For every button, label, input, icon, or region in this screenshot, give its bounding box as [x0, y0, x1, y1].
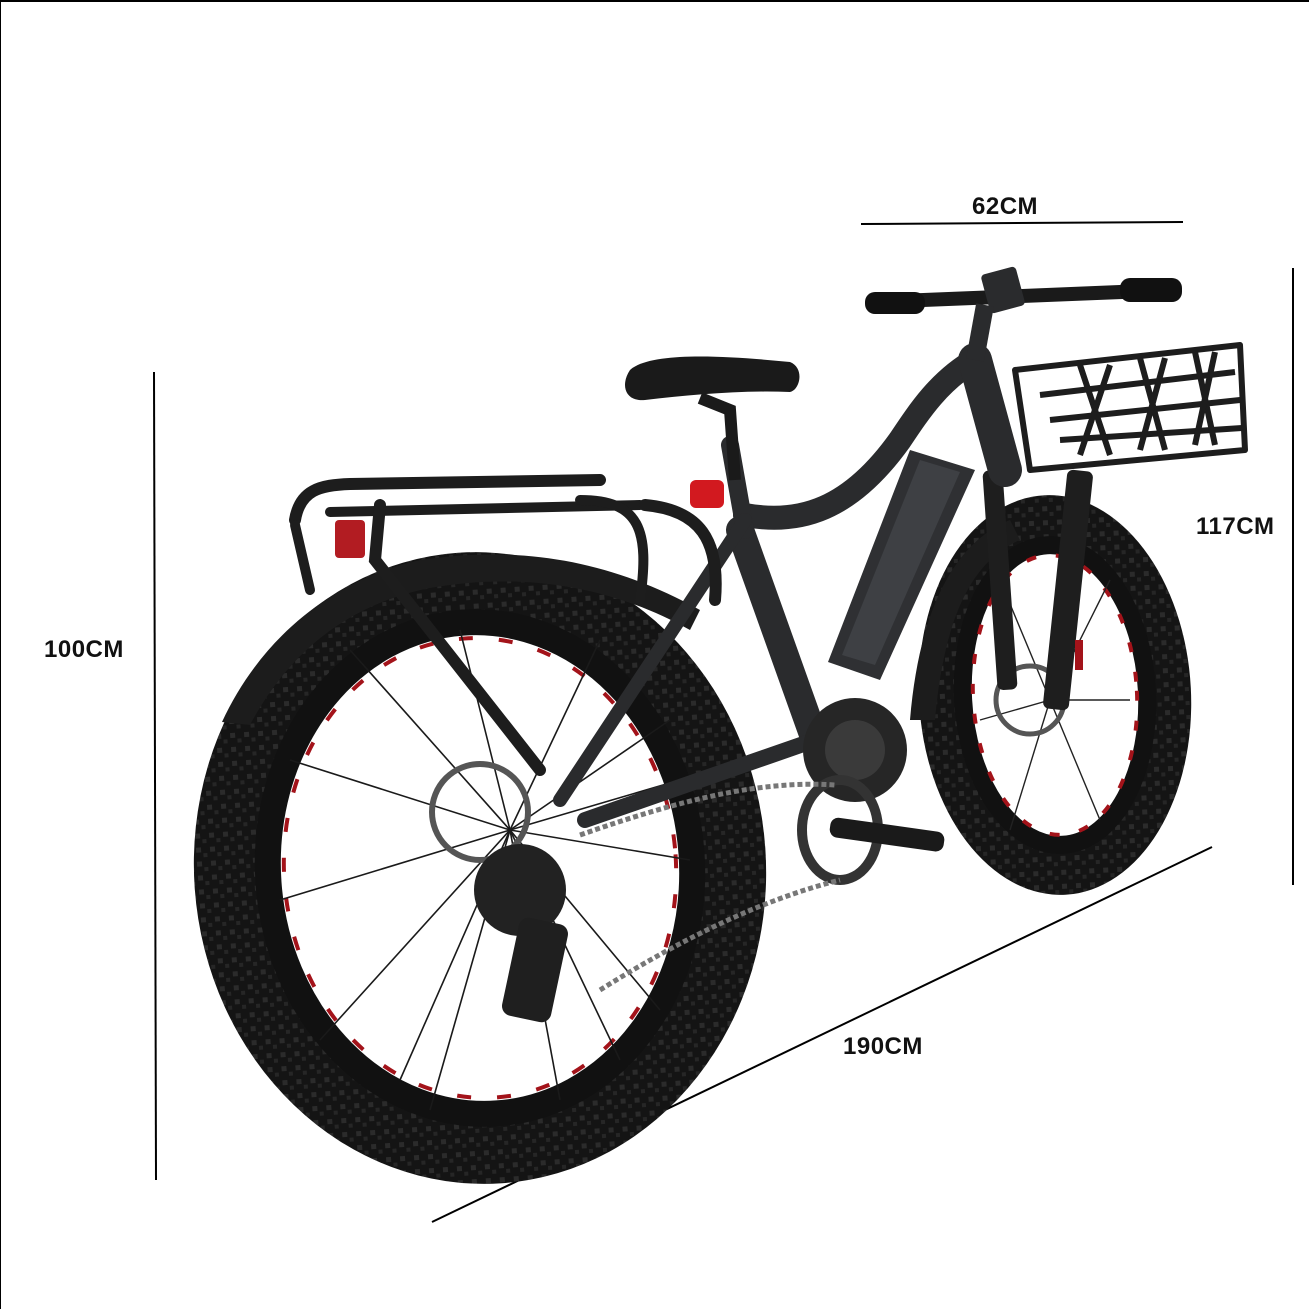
- chain: [579, 781, 841, 993]
- seat-springs: [697, 392, 741, 481]
- handlebar: [865, 266, 1182, 362]
- front-fender: [910, 520, 1020, 720]
- rear-height-dimension-label: 100CM: [44, 636, 124, 663]
- rear-fender: [222, 554, 700, 725]
- rear-rack: [289, 474, 722, 776]
- rear-reflector: [335, 520, 365, 558]
- rear-wheel: [193, 552, 767, 1184]
- length-dimension-label: 190CM: [843, 1033, 923, 1060]
- saddle: [625, 356, 800, 401]
- rear-derailleur: [502, 917, 568, 1023]
- width-dimension-label: 62CM: [972, 193, 1039, 220]
- crank-arm: [829, 817, 945, 852]
- width-dimension-line: [860, 221, 1184, 225]
- front-fork: [982, 469, 1093, 711]
- front-basket: [1012, 342, 1248, 473]
- taillight: [690, 480, 724, 508]
- front-height-dimension-label: 117CM: [1196, 513, 1275, 540]
- rear-height-dimension-line: [153, 371, 157, 1181]
